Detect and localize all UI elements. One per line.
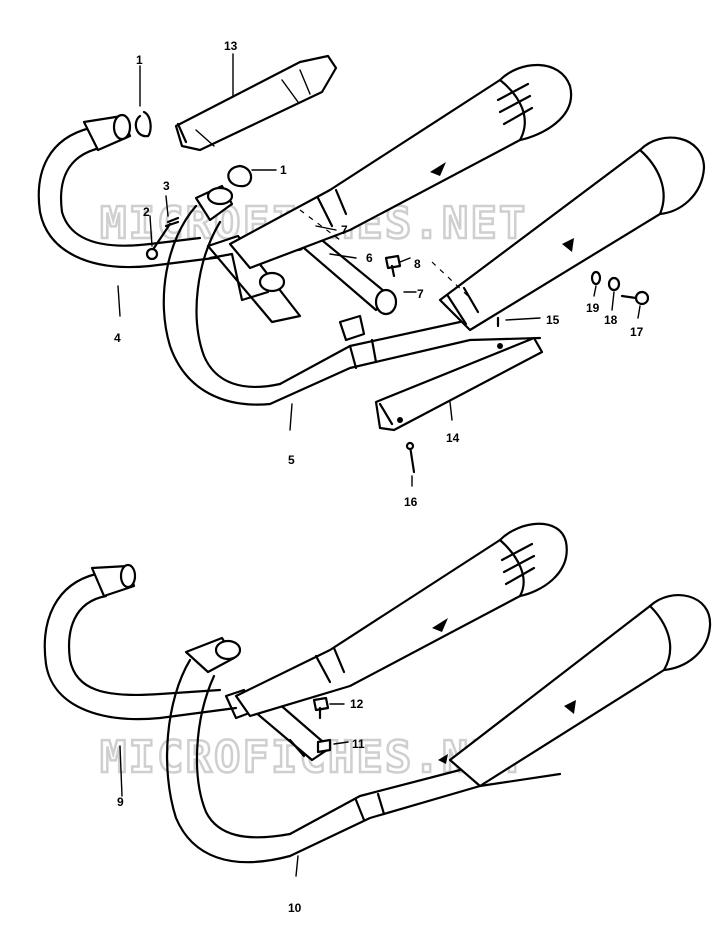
gasket-1-top xyxy=(134,110,152,138)
washer-3 xyxy=(164,216,180,228)
callout-17: 17 xyxy=(630,325,644,339)
bolt-12 xyxy=(312,696,330,720)
heat-shield-upper xyxy=(174,54,338,152)
stud-bolt-2 xyxy=(145,222,172,261)
callout-18: 18 xyxy=(604,313,618,327)
exhaust-pipe-left xyxy=(37,113,232,269)
bottom-exhaust-assembly xyxy=(43,522,712,877)
callout-2: 2 xyxy=(143,205,150,219)
heat-shield-lower xyxy=(374,336,544,432)
callout-15: 15 xyxy=(546,313,560,327)
callout-16: 16 xyxy=(404,495,418,509)
muffler-lower xyxy=(431,136,706,332)
bolt-17 xyxy=(620,290,650,306)
callout-7b: 7 xyxy=(417,287,424,301)
callout-6: 6 xyxy=(366,251,373,265)
exhaust-pipe-left-b xyxy=(43,563,238,721)
washer-18 xyxy=(607,276,621,292)
callout-1: 1 xyxy=(136,53,143,67)
callout-11: 11 xyxy=(352,737,365,751)
callout-14: 14 xyxy=(446,431,460,445)
muffler-lower-b xyxy=(438,594,712,788)
nut-11 xyxy=(316,738,332,754)
callout-labels: 1 1 2 3 4 5 6 7 7 8 9 10 11 12 13 14 15 … xyxy=(114,39,644,915)
callout-1b: 1 xyxy=(280,163,287,177)
top-exhaust-assembly xyxy=(37,53,706,487)
muffler-upper xyxy=(228,63,573,270)
callout-9: 9 xyxy=(117,795,124,809)
screw-16 xyxy=(405,441,416,474)
callout-13: 13 xyxy=(224,39,238,53)
callout-4: 4 xyxy=(114,331,121,345)
grommet-19 xyxy=(590,270,602,286)
gasket-1-mid xyxy=(227,164,253,188)
callout-8: 8 xyxy=(414,257,421,271)
callout-19: 19 xyxy=(586,301,600,315)
callout-10: 10 xyxy=(288,901,302,915)
callout-3: 3 xyxy=(163,179,170,193)
bolt-8 xyxy=(384,254,402,278)
muffler-upper-b xyxy=(234,522,568,718)
callout-7a: 7 xyxy=(341,223,348,237)
exhaust-pipe-right xyxy=(162,184,542,406)
callout-5: 5 xyxy=(288,453,295,467)
callout-12: 12 xyxy=(350,697,364,711)
